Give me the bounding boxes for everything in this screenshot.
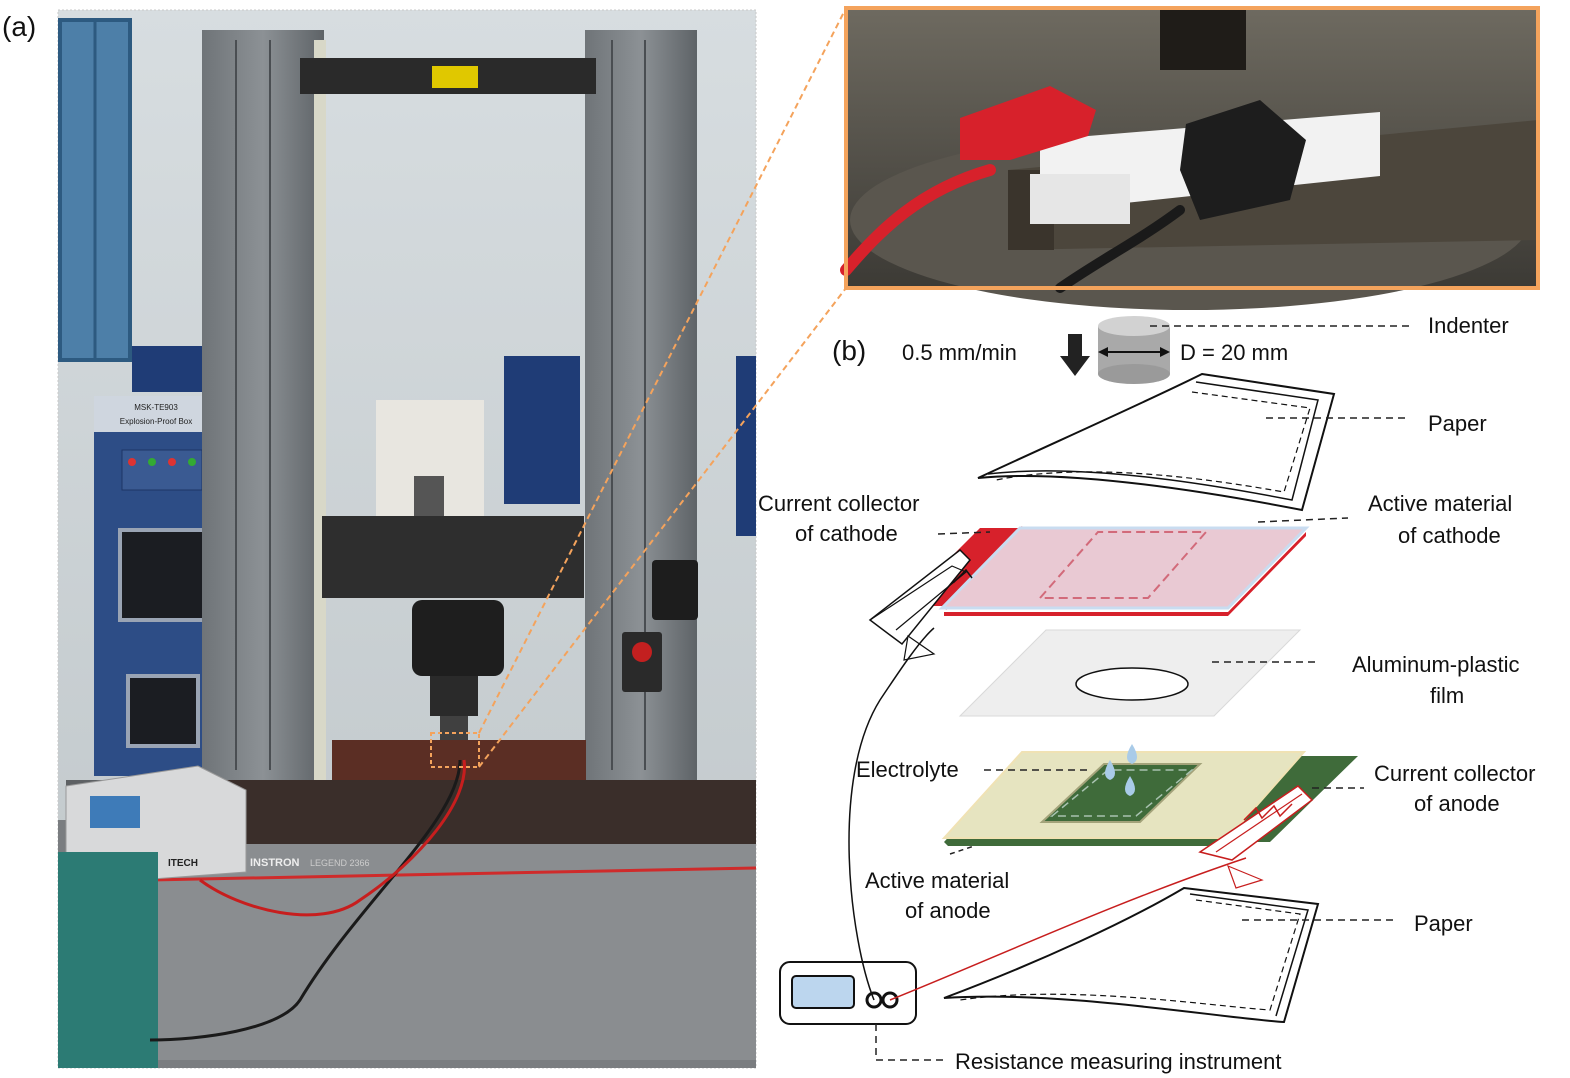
box-name-text: Explosion-Proof Box: [120, 417, 192, 426]
label-film-2: film: [1430, 683, 1464, 708]
anode-layer: [941, 744, 1358, 889]
label-indenter: Indenter: [1428, 313, 1509, 338]
zoom-region-box: [430, 732, 480, 768]
machine-brand: INSTRON: [250, 857, 300, 869]
label-instrument: Resistance measuring instrument: [955, 1049, 1281, 1074]
resistance-meter-schematic: [779, 961, 917, 1025]
anode-wire: [889, 857, 1247, 1001]
droplet-icon: [1105, 760, 1115, 780]
meter-screen: [791, 975, 855, 1009]
label-electrolyte: Electrolyte: [856, 757, 959, 782]
leader-cc-cathode: [937, 531, 991, 535]
zoom-photo: [840, 8, 1538, 310]
paper-bottom: [943, 886, 1320, 1024]
label-am-anode-2: of anode: [905, 898, 991, 923]
label-cc-anode-1: Current collector: [1374, 761, 1535, 786]
machine-model: LEGEND 2366: [310, 858, 370, 868]
label-am-cathode-2: of cathode: [1398, 523, 1501, 548]
speed-label: 0.5 mm/min: [902, 340, 1017, 365]
zoom-connector-top: [478, 7, 847, 734]
indenter-cylinder: [1098, 316, 1170, 384]
label-paper-top: Paper: [1428, 411, 1487, 436]
droplet-icon: [1127, 744, 1137, 764]
test-frame: INSTRON LEGEND 2366: [66, 30, 757, 1060]
leader-am-anode: [949, 845, 975, 855]
label-cc-anode-2: of anode: [1414, 791, 1500, 816]
cathode-wire: [848, 627, 935, 1001]
droplet-icon: [1125, 776, 1135, 796]
label-cc-cathode-1: Current collector: [758, 491, 919, 516]
photo-a: MSK-TE903 Explosion-Proof Box: [57, 9, 757, 1069]
box-model-text: MSK-TE903: [134, 403, 178, 412]
label-paper-bottom: Paper: [1414, 911, 1473, 936]
label-am-cathode-1: Active material: [1368, 491, 1512, 516]
zoom-photo-frame: [844, 6, 1540, 290]
instron-notice-board: [504, 356, 580, 504]
label-am-anode-1: Active material: [865, 868, 1009, 893]
paper-top: [977, 372, 1336, 512]
aluminum-plastic-film: [958, 629, 1302, 717]
leader-instrument: [875, 1024, 948, 1061]
meter-brand: ITECH: [168, 858, 198, 869]
cathode-layer: [868, 526, 1310, 661]
label-cc-cathode-2: of cathode: [795, 521, 898, 546]
leader-am-cathode: [1257, 517, 1349, 523]
panel-b-label: (b): [832, 335, 866, 366]
panel-a-label: (a): [2, 11, 36, 42]
diameter-label: D = 20 mm: [1180, 340, 1288, 365]
label-film-1: Aluminum-plastic: [1352, 652, 1520, 677]
zoom-connector-bottom: [478, 287, 847, 768]
explosion-proof-box: MSK-TE903 Explosion-Proof Box: [94, 396, 218, 776]
load-arrow: [1060, 334, 1090, 376]
